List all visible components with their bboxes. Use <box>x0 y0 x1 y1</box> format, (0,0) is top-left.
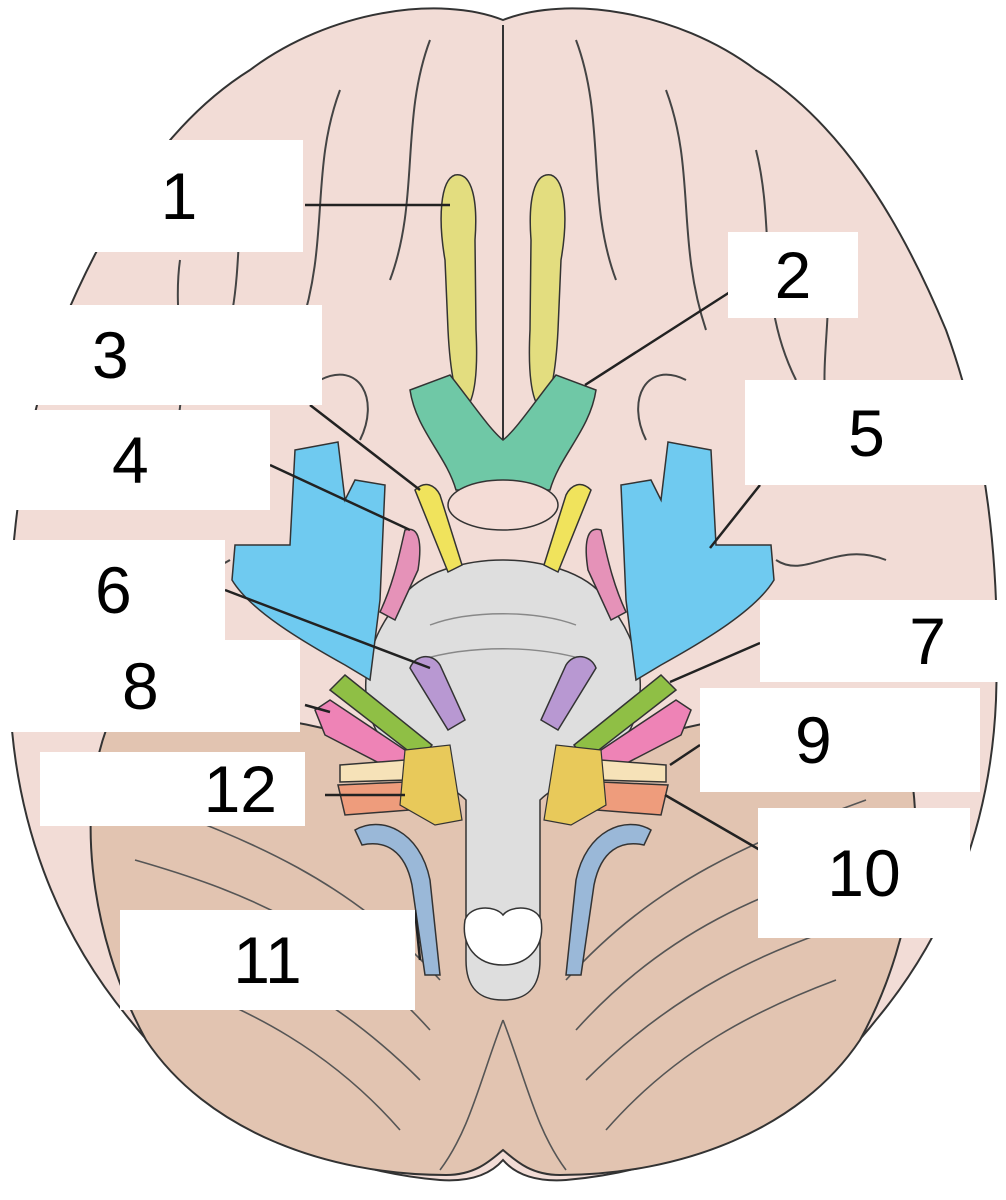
label-number: 7 <box>909 604 946 678</box>
label-9: 9 <box>700 688 980 792</box>
label-5: 5 <box>745 380 988 485</box>
label-7: 7 <box>760 600 1006 682</box>
medulla-end <box>463 907 543 966</box>
label-number: 9 <box>795 703 832 777</box>
accessory-nerve-right <box>565 823 652 976</box>
label-number: 4 <box>112 423 149 497</box>
label-4: 4 <box>0 410 270 510</box>
label-2: 2 <box>728 232 858 318</box>
label-number: 3 <box>92 318 129 392</box>
label-number: 8 <box>122 649 159 723</box>
facial-nerve-right <box>572 673 678 762</box>
label-12: 12 <box>40 752 305 826</box>
hypoglossal-nerve-right <box>543 744 607 826</box>
label-number: 11 <box>233 923 302 997</box>
label-10: 10 <box>758 808 970 938</box>
label-number: 2 <box>774 238 812 312</box>
label-6: 6 <box>0 540 225 640</box>
pituitary-region <box>447 479 559 531</box>
trigeminal-nerve-right <box>620 441 775 682</box>
label-number: 10 <box>827 836 901 910</box>
oculomotor-nerve-right <box>543 483 592 574</box>
label-1: 1 <box>55 140 303 252</box>
leader-lines <box>224 203 761 961</box>
label-3: 3 <box>0 305 322 405</box>
label-number: 5 <box>848 395 885 470</box>
trochlear-nerve-right <box>585 528 627 622</box>
facial-nerve-left <box>328 673 434 762</box>
abducens-nerve-left <box>409 656 466 732</box>
oculomotor-nerve-left <box>414 483 463 574</box>
label-8: 8 <box>0 640 300 732</box>
trochlear-nerve-left <box>379 528 421 622</box>
label-number: 6 <box>95 553 132 627</box>
pons-lines <box>419 613 587 661</box>
label-number: 1 <box>160 159 198 233</box>
label-number: 12 <box>203 752 277 826</box>
accessory-nerve-left <box>354 823 441 976</box>
vagus-nerve-right <box>595 781 669 816</box>
abducens-nerve-right <box>540 656 597 732</box>
label-11: 11 <box>120 910 415 1010</box>
vagus-nerve-left <box>337 781 411 816</box>
optic-chiasm <box>409 374 597 491</box>
